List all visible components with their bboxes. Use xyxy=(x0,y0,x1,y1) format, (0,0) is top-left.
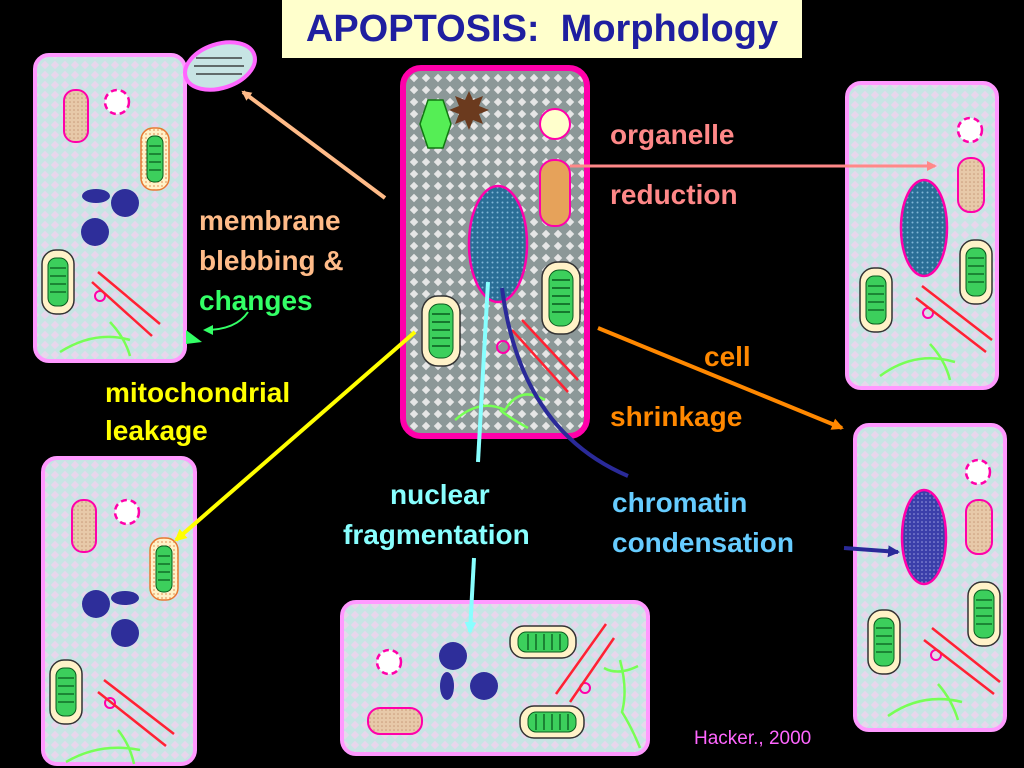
mitochondrion xyxy=(859,267,893,333)
page-title: APOPTOSIS: Morphology xyxy=(282,0,802,58)
label-chromatin: chromatin xyxy=(612,487,748,518)
cytoskeleton xyxy=(923,627,1001,695)
vesicle xyxy=(375,648,403,676)
cytoskeleton xyxy=(511,319,579,393)
label-condensation: condensation xyxy=(612,527,795,558)
small-vesicle xyxy=(496,340,510,354)
vesicle xyxy=(956,116,984,144)
nuclear-fragment xyxy=(439,642,467,670)
cytoskeleton xyxy=(91,271,161,337)
organelle xyxy=(367,707,423,735)
changes-pointer xyxy=(203,311,249,335)
credit-text: Hacker., 2000 xyxy=(694,728,812,749)
cell-nuclear-fragmentation xyxy=(340,600,650,756)
nuclear-fragment xyxy=(111,189,139,217)
mitochondrion xyxy=(49,659,83,725)
mitochondrion xyxy=(959,239,993,305)
mitochondrion xyxy=(421,295,461,367)
shrinkage-arrow xyxy=(597,326,844,430)
label-shrinkage: shrinkage xyxy=(610,401,743,432)
mitochondrion xyxy=(967,581,1001,647)
organelle xyxy=(63,89,89,143)
cytoskeleton xyxy=(97,679,175,747)
cell-organelle-reduction xyxy=(845,81,999,390)
label-leakage: leakage xyxy=(105,415,208,446)
small-vesicle xyxy=(104,697,116,709)
er-strand xyxy=(887,683,963,721)
label-organelle: organelle xyxy=(610,119,735,150)
nuclear-fragment xyxy=(82,590,110,618)
label-cell: cell xyxy=(704,341,751,372)
nuclear-arrow xyxy=(464,557,477,634)
small-vesicle xyxy=(94,290,106,302)
er-strand xyxy=(65,729,141,765)
membrane-arrow xyxy=(241,90,387,200)
condensed-nucleus xyxy=(900,488,948,586)
hexagon-organelle xyxy=(419,99,452,149)
nuclear-fragment xyxy=(440,672,454,700)
nucleus xyxy=(467,184,529,304)
nuclear-fragment xyxy=(82,189,110,203)
mitochondrion xyxy=(867,609,901,675)
cell-membrane-blebbing xyxy=(33,40,257,363)
label-blebbing: blebbing & xyxy=(199,245,344,276)
mitochondrion xyxy=(140,127,170,191)
label-fragmentation: fragmentation xyxy=(343,519,530,550)
mitochondrion xyxy=(41,249,75,315)
nuclear-line xyxy=(476,281,490,463)
central-cell xyxy=(400,65,590,439)
leaking-mitochondrion xyxy=(149,537,179,601)
mitochondrion xyxy=(509,625,577,659)
cell-mitochondrial-leakage xyxy=(41,456,197,766)
label-nuclear: nuclear xyxy=(390,479,490,510)
cytoskeleton xyxy=(554,623,616,703)
vesicle xyxy=(964,458,992,486)
cell-chromatin-condensation xyxy=(853,423,1007,732)
mitochondrion xyxy=(541,261,581,335)
vesicle xyxy=(103,88,131,116)
er-strand xyxy=(879,343,956,381)
organelle xyxy=(539,159,571,227)
er-strand xyxy=(603,659,642,749)
nucleus xyxy=(899,178,949,278)
label-reduction: reduction xyxy=(610,179,738,210)
cytoskeleton xyxy=(915,285,993,353)
chromatin-line xyxy=(500,287,629,478)
nuclear-fragment xyxy=(111,591,139,605)
organelle xyxy=(71,499,97,553)
nuclear-fragment xyxy=(111,619,139,647)
mito-arrow xyxy=(174,330,417,542)
star-organelle xyxy=(449,91,489,130)
organelle xyxy=(957,157,985,213)
chromatin-arrow xyxy=(843,545,900,558)
vesicle xyxy=(539,108,571,140)
vesicle xyxy=(113,498,141,526)
er-strand xyxy=(59,321,132,357)
er-strand xyxy=(454,393,546,430)
label-changes: changes xyxy=(199,285,313,316)
nuclear-fragment xyxy=(81,218,109,246)
label-mitochondrial: mitochondrial xyxy=(105,377,291,408)
nuclear-fragment xyxy=(470,672,498,700)
label-membrane: membrane xyxy=(199,205,341,236)
bleb-marker xyxy=(186,330,202,344)
organelle xyxy=(965,499,993,555)
mitochondrion xyxy=(519,705,585,739)
